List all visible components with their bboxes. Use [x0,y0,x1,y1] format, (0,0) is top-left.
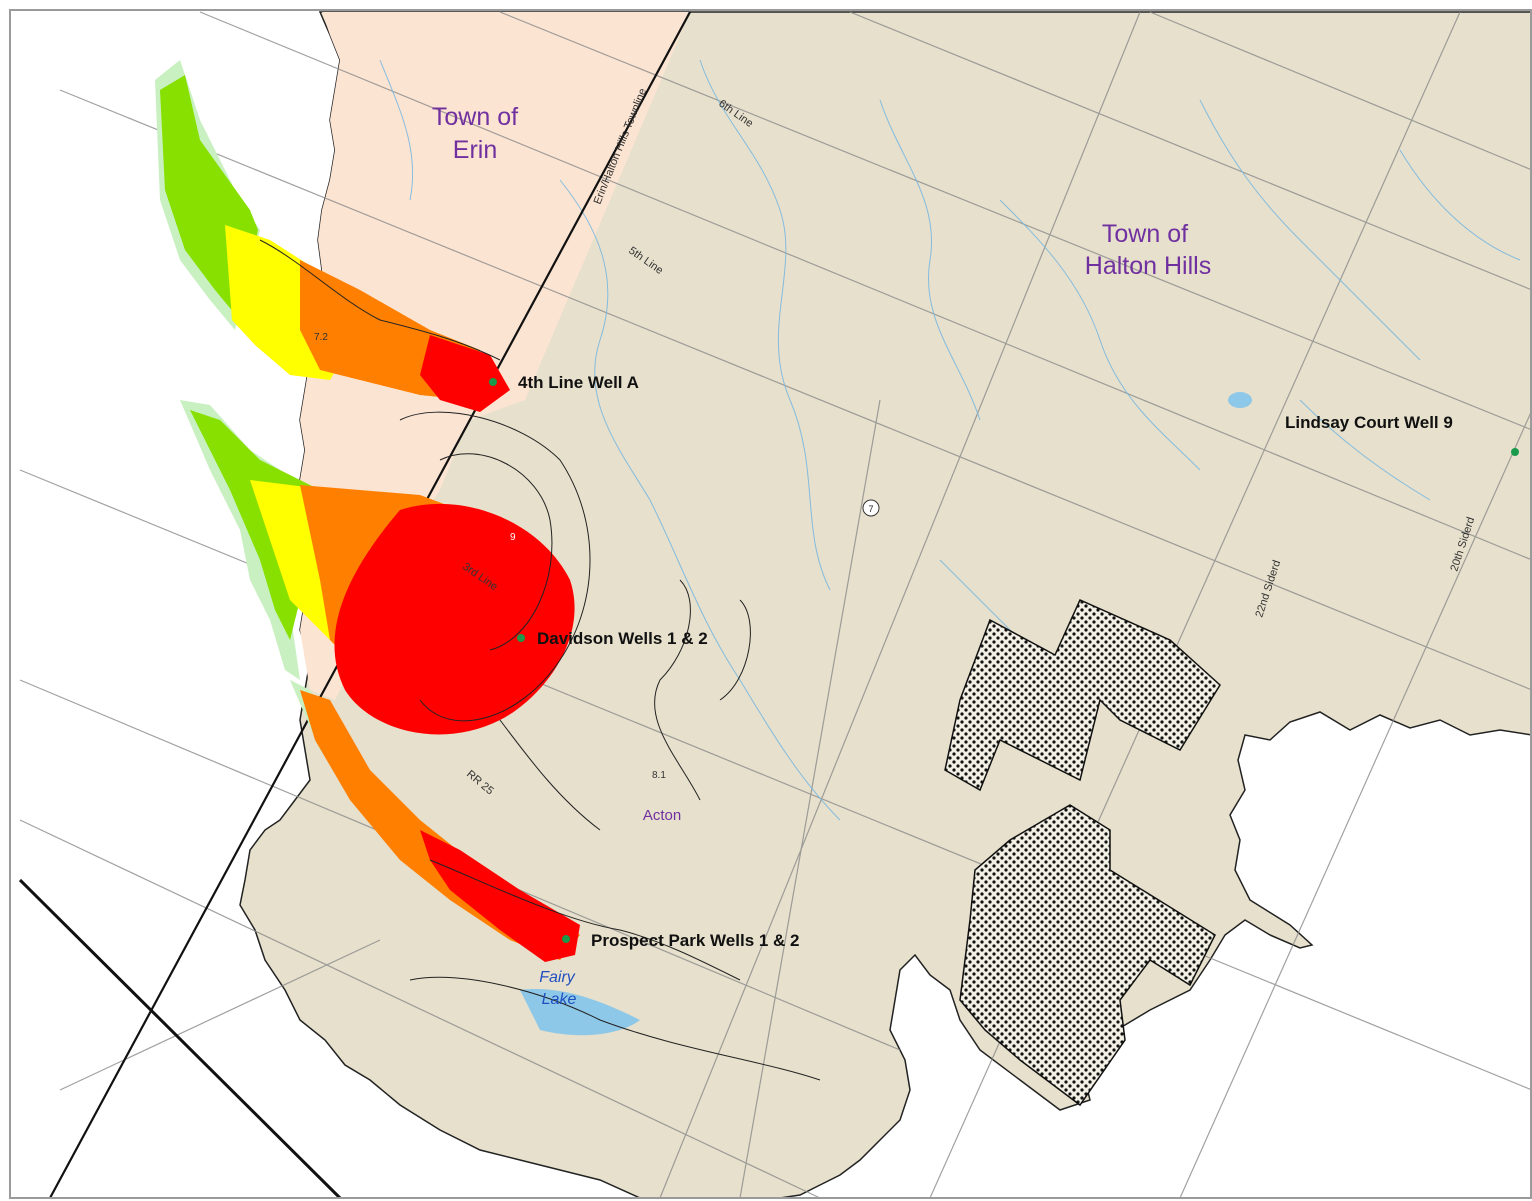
well-point-prospect[interactable] [562,935,570,943]
town-acton-label: Acton [643,807,681,824]
water-label-lake: Lake [542,991,577,1008]
well-point-4th-line[interactable] [489,378,497,386]
highway-shield-icon: 7 [862,499,880,517]
contour-lines [259,239,821,1081]
well-point-lindsay[interactable] [1511,448,1519,456]
shield-label: 7 [868,504,873,514]
contour-label-9: 9 [510,532,516,543]
town-halton-label-2: Halton Hills [1085,252,1211,280]
dotted-areas [944,599,1221,1107]
town-erin-label-2: Erin [453,136,497,164]
well-label-prospect: Prospect Park Wells 1 & 2 [591,931,800,950]
well-label-4th-line: 4th Line Well A [518,373,639,392]
capture-zone-davidson [180,400,575,735]
water-label-fairy: Fairy [539,969,576,986]
capture-zone-4th-line [155,60,510,412]
well-point-davidson[interactable] [517,634,525,642]
map-frame-border [9,9,1532,1199]
well-label-lindsay: Lindsay Court Well 9 [1285,413,1453,432]
contour-label-72: 7.2 [314,332,328,343]
town-erin-label-1: Town of [432,103,518,131]
town-halton-label-1: Town of [1102,220,1188,248]
well-points [489,378,1519,943]
capture-zone-prospect-park [290,680,580,962]
well-label-davidson: Davidson Wells 1 & 2 [537,629,708,648]
contour-label-81: 8.1 [652,770,666,781]
streams [379,59,1521,821]
